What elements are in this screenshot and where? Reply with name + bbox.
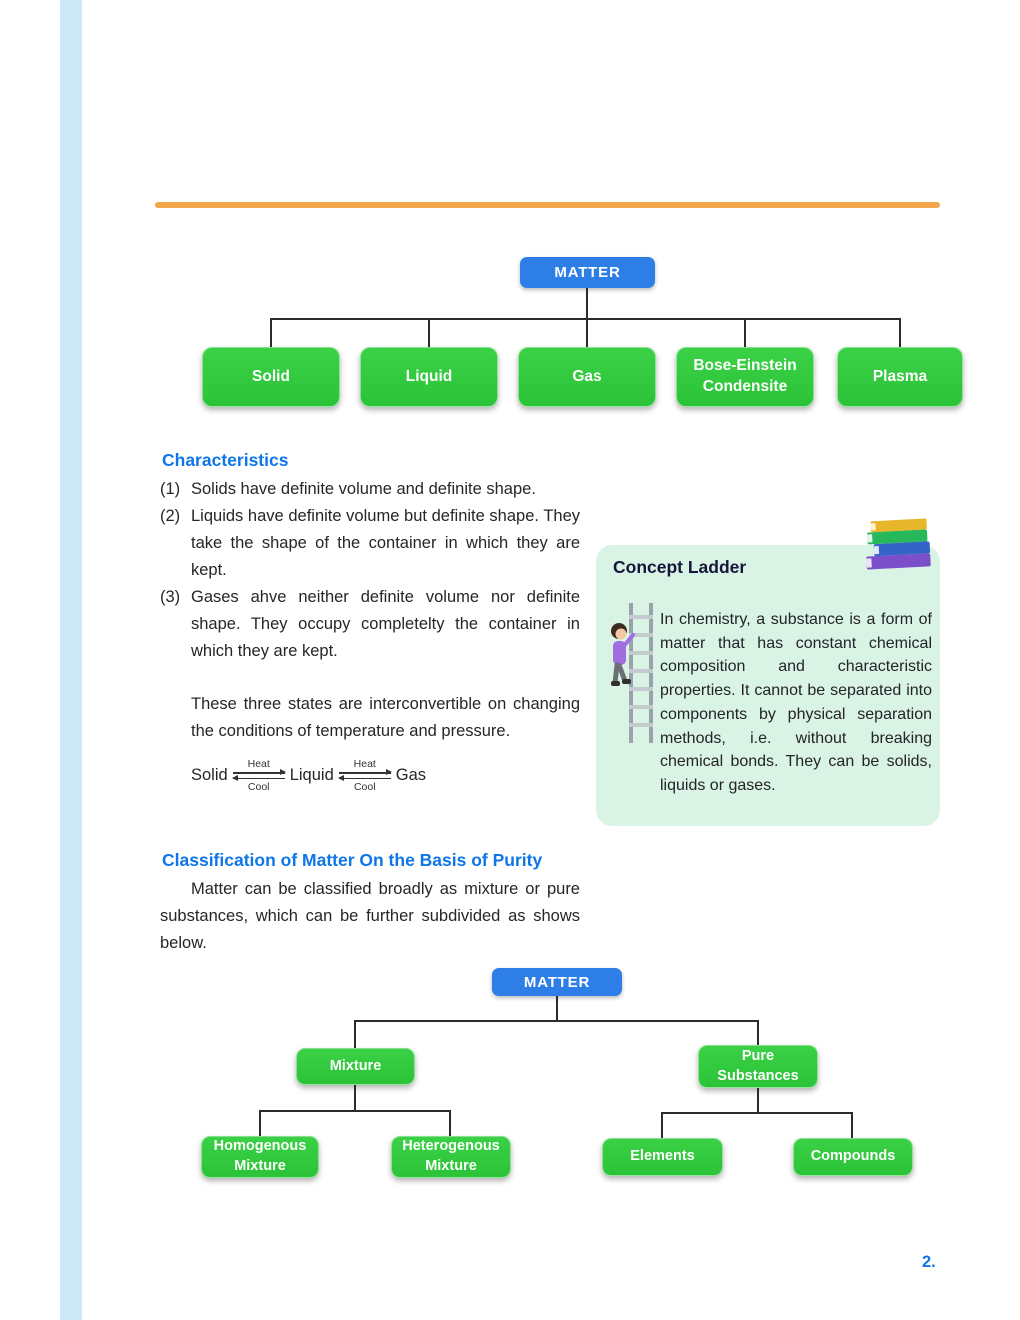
list-item-text: Gases ahve neither definite volume nor d… (191, 588, 580, 660)
concept-ladder-box: Concept Ladder (596, 518, 940, 826)
characteristics-body: (1) Solids have definite volume and defi… (160, 476, 580, 793)
node-liquid: Liquid (360, 347, 498, 407)
equation-term-liquid: Liquid (289, 766, 334, 785)
interconvertible-paragraph: These three states are interconvertible … (191, 695, 580, 740)
connector-line (259, 1110, 451, 1112)
ladder-climber-illustration (609, 603, 657, 748)
node-solid: Solid (202, 347, 340, 407)
list-item-number: (1) (160, 480, 181, 498)
list-item-text: Solids have definite volume and definite… (191, 480, 536, 498)
connector-line (851, 1112, 853, 1138)
node-heterogenous-mixture-label: Heterogenous Mixture (402, 1138, 500, 1174)
node-compounds-label: Compounds (810, 1148, 896, 1165)
node-pure-substances: Pure Substances (698, 1045, 818, 1088)
connector-line (556, 996, 558, 1020)
reversible-arrow: Heat Cool (337, 758, 392, 794)
connector-line (259, 1110, 261, 1136)
list-item-number: (3) (160, 588, 181, 606)
heat-label: Heat (353, 758, 376, 770)
right-arrow-icon (232, 769, 286, 775)
concept-ladder-title: Concept Ladder (613, 557, 747, 577)
node-mixture-label: Mixture (329, 1057, 382, 1074)
classification-heading: Classification of Matter On the Basis of… (162, 850, 543, 870)
connector-line (661, 1112, 663, 1138)
connector-line (899, 318, 901, 347)
node-homogenous-mixture-label: Homogenous Mixture (213, 1138, 307, 1174)
matter-root-node-2: MATTER (492, 968, 622, 996)
left-arrow-icon (231, 775, 285, 780)
node-pure-substances-label: Pure Substances (717, 1047, 799, 1084)
node-elements-label: Elements (630, 1148, 695, 1165)
list-item: (1) Solids have definite volume and defi… (160, 476, 580, 503)
matter-root-node: MATTER (520, 257, 655, 288)
connector-line (661, 1112, 853, 1114)
classification-paragraph: Matter can be classified broadly as mixt… (160, 880, 580, 952)
node-heterogenous-mixture: Heterogenous Mixture (391, 1136, 511, 1178)
connector-line (757, 1020, 759, 1045)
cool-label: Cool (353, 781, 376, 794)
right-arrow-icon (338, 769, 392, 775)
cool-label: Cool (247, 781, 270, 794)
characteristics-heading: Characteristics (162, 450, 289, 470)
connector-line (586, 318, 588, 347)
concept-ladder-text: In chemistry, a substance is a form of m… (660, 611, 932, 794)
node-mixture: Mixture (296, 1048, 415, 1085)
node-bose-einstein-label: Bose-Einstein Condensite (693, 357, 797, 395)
node-plasma-label: Plasma (872, 367, 928, 385)
connector-line (354, 1020, 356, 1048)
equation-term-solid: Solid (191, 766, 228, 785)
node-gas: Gas (518, 347, 656, 407)
left-arrow-icon (337, 775, 391, 780)
connector-line (354, 1085, 356, 1110)
connector-line (270, 318, 272, 347)
list-item: (2) Liquids have definite volume but def… (160, 503, 580, 584)
node-compounds: Compounds (793, 1138, 913, 1176)
heat-label: Heat (247, 758, 270, 770)
reversible-arrow: Heat Cool (231, 758, 286, 794)
node-gas-label: Gas (572, 367, 602, 385)
books-icon (858, 518, 936, 589)
list-item-text: Liquids have definite volume but definit… (191, 507, 580, 579)
connector-line (449, 1110, 451, 1136)
connector-line (428, 318, 430, 347)
matter-root-label: MATTER (554, 264, 621, 281)
node-homogenous-mixture: Homogenous Mixture (201, 1136, 319, 1178)
page-number: 2. (922, 1253, 936, 1271)
node-solid-label: Solid (252, 367, 290, 385)
matter-root-label-2: MATTER (523, 973, 591, 991)
node-plasma: Plasma (837, 347, 963, 407)
node-liquid-label: Liquid (405, 367, 453, 385)
top-orange-rule (155, 202, 940, 208)
node-bose-einstein: Bose-Einstein Condensite (676, 347, 814, 407)
list-item-number: (2) (160, 507, 181, 525)
list-item: (3) Gases ahve neither definite volume n… (160, 584, 580, 665)
connector-line (744, 318, 746, 347)
connector-line (270, 318, 901, 320)
connector-line (757, 1088, 759, 1112)
left-margin-stripe (60, 0, 82, 1320)
equation-term-gas: Gas (395, 766, 427, 785)
connector-line (586, 288, 588, 318)
node-elements: Elements (602, 1138, 723, 1176)
state-change-equation: Solid Heat Cool Liquid Heat Cool Gas (191, 758, 580, 793)
connector-line (354, 1020, 759, 1022)
